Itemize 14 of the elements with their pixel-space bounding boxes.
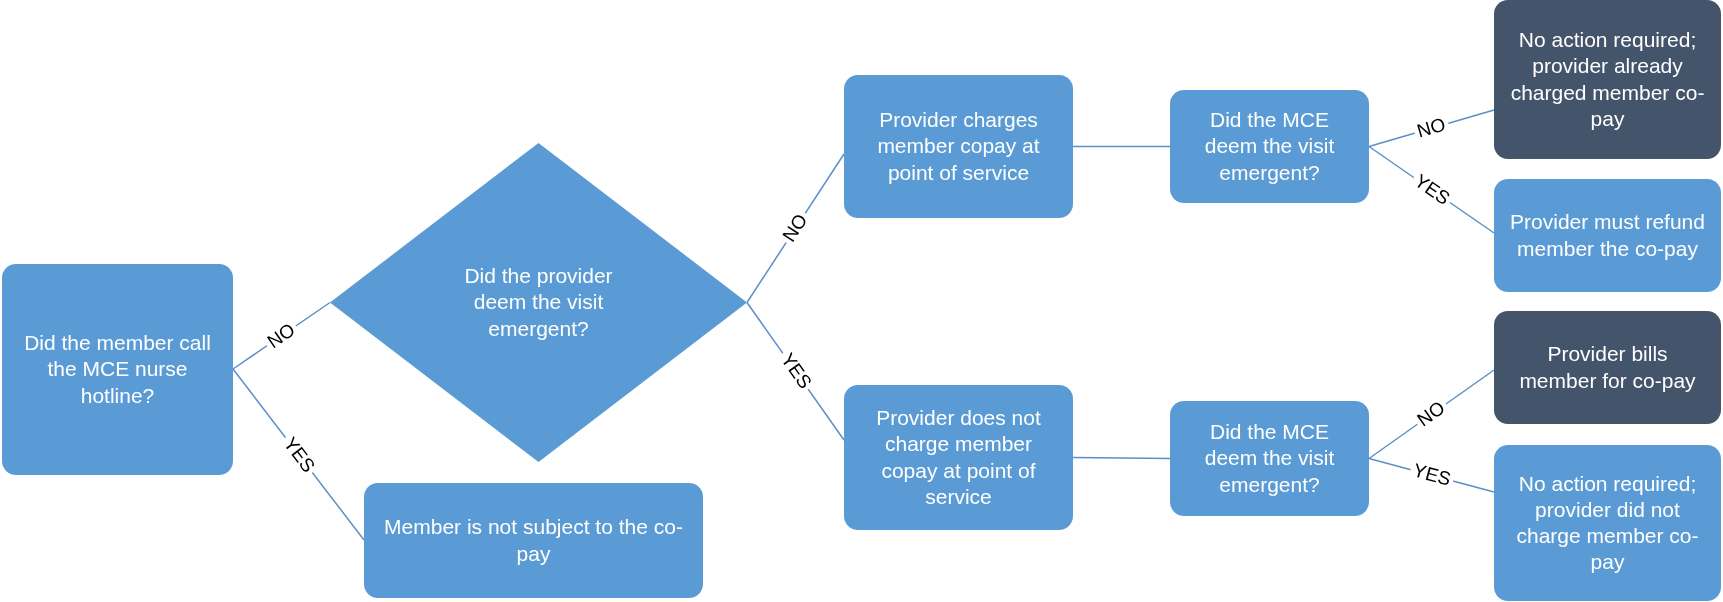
- process-box: Did the MCE deem the visit emergent?: [1170, 90, 1369, 203]
- decision-diamond: [330, 143, 747, 462]
- question-box: Did the member call the MCE nurse hotline?: [2, 264, 233, 475]
- process-box: Provider does not charge member copay at point of service: [844, 385, 1073, 530]
- decision-text: Did the provider deem the visit emergent?: [463, 263, 614, 342]
- process-box: No action required; provider already charged member co-pay: [1494, 0, 1721, 159]
- process-box: Did the MCE deem the visit emergent?: [1170, 401, 1369, 516]
- connector-line: [1072, 145, 1171, 148]
- process-box: No action required; provider did not charge member co-pay: [1494, 445, 1721, 601]
- process-box: Member is not subject to the co-pay: [364, 483, 703, 598]
- process-box: Provider must refund member the co-pay: [1494, 179, 1721, 292]
- process-box: Provider bills member for co-pay: [1494, 311, 1721, 424]
- connector-line: [1072, 456, 1171, 460]
- process-box: Provider charges member copay at point of service: [844, 75, 1073, 218]
